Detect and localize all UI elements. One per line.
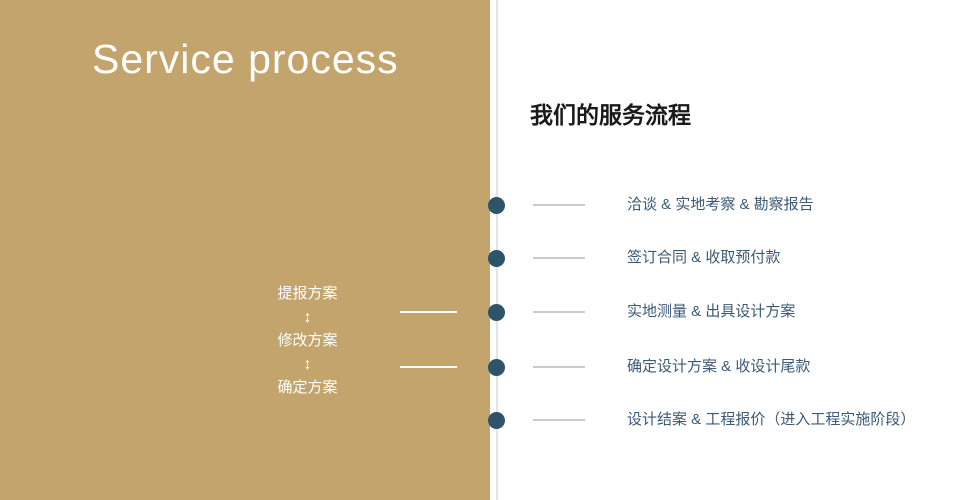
service-step-row: 确定设计方案 & 收设计尾款 (0, 358, 970, 376)
loop-step-label: 修改方案 (277, 332, 338, 349)
step-dash-line (533, 419, 585, 421)
loop-connector-line (400, 366, 457, 368)
step-label: 洽谈 & 实地考察 & 勘察报告 (627, 196, 814, 213)
service-step-row: 设计结案 & 工程报价（进入工程实施阶段） (0, 411, 970, 429)
service-step-row: 签订合同 & 收取预付款 (0, 249, 970, 267)
timeline-dot (488, 196, 505, 214)
service-step-row: 洽谈 & 实地考察 & 勘察报告 (0, 196, 970, 214)
page-title: Service process (92, 36, 399, 82)
loop-step-label: 提报方案 (277, 285, 338, 302)
timeline-dot (488, 303, 505, 321)
up-down-arrow-icon: ↕ (303, 309, 312, 326)
section-heading: 我们的服务流程 (530, 102, 691, 128)
step-dash-line (533, 204, 585, 206)
step-label: 实地测量 & 出具设计方案 (627, 303, 796, 320)
timeline-dot (488, 358, 505, 376)
left-panel: Service process 提报方案 ↕ 修改方案 ↕ 确定方案 (0, 0, 490, 500)
step-dash-line (533, 257, 585, 259)
up-down-arrow-icon: ↕ (303, 356, 312, 373)
step-label: 确定设计方案 & 收设计尾款 (627, 358, 811, 375)
revision-loop: 提报方案 ↕ 修改方案 ↕ 确定方案 (250, 284, 365, 398)
step-dash-line (533, 366, 585, 368)
timeline-dot (488, 411, 505, 429)
loop-step-label: 确定方案 (277, 379, 338, 396)
step-label: 设计结案 & 工程报价（进入工程实施阶段） (627, 411, 916, 428)
step-label: 签订合同 & 收取预付款 (627, 249, 781, 266)
service-step-row: 实地测量 & 出具设计方案 (0, 303, 970, 321)
loop-connector-line (400, 311, 457, 313)
timeline-dot (488, 249, 505, 267)
step-dash-line (533, 311, 585, 313)
